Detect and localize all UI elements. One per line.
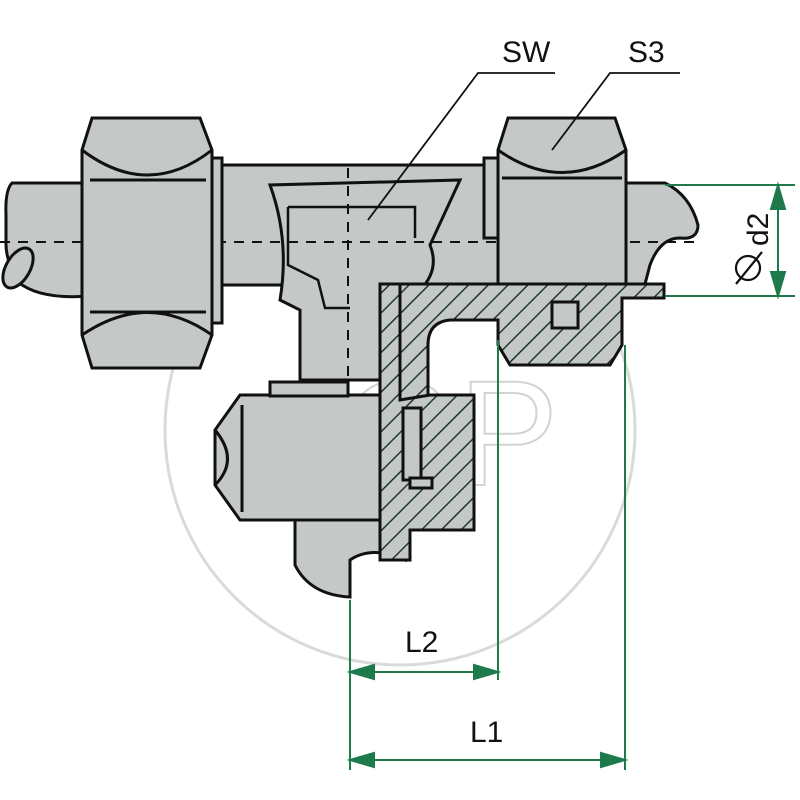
bottom-hex-nut	[213, 380, 402, 522]
label-l1: L1	[470, 716, 503, 749]
s3-leader	[551, 72, 680, 151]
left-hex-nut	[80, 116, 224, 370]
dimension-lines	[346, 181, 795, 770]
label-s3: S3	[628, 36, 665, 69]
label-d2: d2	[742, 213, 775, 246]
internal-bore	[286, 205, 417, 310]
section-right	[393, 282, 666, 402]
section-bottom	[378, 282, 476, 562]
diameter-symbol	[734, 251, 763, 285]
sw-leader	[367, 72, 555, 221]
right-pipe	[618, 181, 700, 286]
leader-lines	[367, 72, 680, 221]
label-sw: SW	[502, 36, 551, 69]
right-hex-nut	[482, 116, 628, 287]
left-pipe	[1, 181, 92, 299]
label-l2: L2	[405, 626, 438, 659]
tee-body	[208, 163, 502, 382]
